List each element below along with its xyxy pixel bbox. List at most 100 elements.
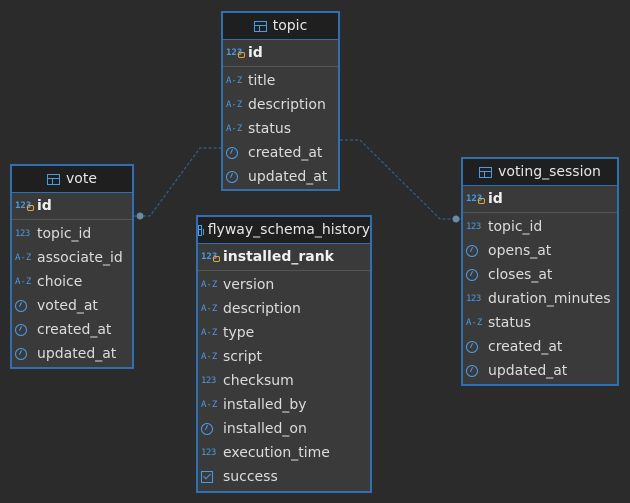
text-type-icon: A-Z [201,400,218,410]
clock-icon [226,171,246,183]
column-name: created_at [37,322,112,338]
column-row[interactable]: success [198,465,370,489]
table-name: vote [66,171,97,187]
text-type-icon: A-Z [201,304,218,314]
column-row[interactable]: A-Z status [463,311,617,335]
primary-key-icon: 123 [201,252,221,262]
number-type-icon: 123 [201,448,216,458]
table-header[interactable]: voting_session [463,159,617,186]
column-row[interactable]: opens_at [463,239,617,263]
column-name: description [248,97,326,113]
text-type-icon: A-Z [201,280,218,290]
clock-icon [201,423,221,435]
column-name: execution_time [223,445,330,461]
column-name: id [248,45,263,61]
text-type-icon: A-Z [226,124,243,134]
column-name: installed_rank [223,249,334,265]
text-type-icon: A-Z [15,277,32,287]
column-row[interactable]: A-Z description [223,93,338,117]
text-type-icon: A-Z [466,318,483,328]
column-name: installed_on [223,421,307,437]
column-row[interactable]: installed_on [198,417,370,441]
session-topic-link [340,139,461,220]
checkbox-icon [201,471,221,483]
text-type-icon: A-Z [15,253,32,263]
primary-key-icon: 123 [15,201,35,211]
column-row[interactable]: A-Z installed_by [198,393,370,417]
column-name: type [223,325,255,341]
column-row[interactable]: created_at [12,318,132,342]
column-name: status [248,121,292,137]
table-icon [253,20,267,32]
column-name: success [223,469,278,485]
clock-icon [466,365,486,377]
column-row[interactable]: voted_at [12,294,132,318]
clock-icon [466,245,486,257]
column-row[interactable]: closes_at [463,263,617,287]
column-name: created_at [248,145,323,161]
column-name: associate_id [37,250,123,266]
text-type-icon: A-Z [226,100,243,110]
column-row[interactable]: A-Z status [223,117,338,141]
column-name: duration_minutes [488,291,611,307]
table-header[interactable]: flyway_schema_history [198,217,370,244]
table-icon [479,166,493,178]
column-name: status [488,315,532,331]
column-row[interactable]: created_at [463,335,617,359]
clock-icon [226,147,246,159]
clock-icon [15,324,35,336]
column-row[interactable]: created_at [223,141,338,165]
column-name: opens_at [488,243,552,259]
table-header[interactable]: topic [223,13,338,40]
column-row[interactable]: 123 checksum [198,369,370,393]
table-name: topic [272,18,308,34]
column-row[interactable]: updated_at [12,342,132,366]
column-name: version [223,277,275,293]
column-name: installed_by [223,397,307,413]
column-name: checksum [223,373,294,389]
column-row[interactable]: updated_at [463,359,617,383]
clock-icon [466,341,486,353]
table-header[interactable]: vote [12,166,132,193]
column-name: updated_at [248,169,328,185]
column-row[interactable]: updated_at [223,165,338,189]
column-name: topic_id [37,226,92,242]
vote-link-endpoint [136,212,144,220]
column-name: closes_at [488,267,553,283]
number-type-icon: 123 [201,376,216,386]
clock-icon [15,300,35,312]
vote-topic-link [133,147,221,217]
table-icon [47,173,61,185]
column-row[interactable]: A-Z associate_id [12,246,132,270]
number-type-icon: 123 [466,222,481,232]
table-name: voting_session [498,164,601,180]
column-name: updated_at [37,346,117,362]
column-name: voted_at [37,298,98,314]
clock-icon [466,269,486,281]
text-type-icon: A-Z [201,352,218,362]
column-row[interactable]: A-Z version [198,273,370,297]
column-name: updated_at [488,363,568,379]
column-row[interactable]: 123 execution_time [198,441,370,465]
column-name: topic_id [488,219,543,235]
column-row[interactable]: 123 topic_id [463,215,617,239]
